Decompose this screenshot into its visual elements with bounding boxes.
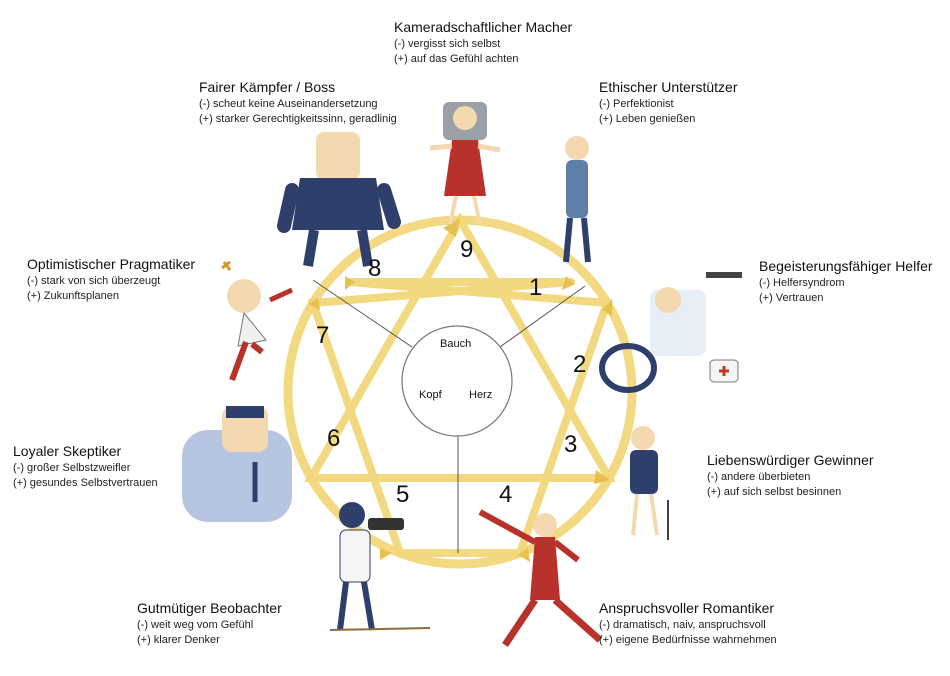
type-title: Optimistischer Pragmatiker [27,256,196,272]
type-label-6: Loyaler Skeptiker (-) großer Selbstzweif… [13,442,158,491]
type-number-9: 9 [460,236,474,263]
type-label-2: Begeisterungsfähiger Helfer (-) Helfersy… [759,257,933,306]
type-number-6: 6 [327,425,341,452]
type-label-3: Liebenswürdiger Gewinner (-) andere über… [707,451,874,500]
type-minus: (-) großer Selbstzweifler [13,461,131,474]
type-minus: (-) Perfektionist [599,97,674,110]
figure-8 [277,132,401,267]
arrow-heads [308,218,612,562]
type-title: Anspruchsvoller Romantiker [599,600,775,616]
center-label-herz: Herz [469,389,493,401]
type-title: Fairer Kämpfer / Boss [199,79,336,95]
figure-5 [329,502,431,631]
center-label-kopf: Kopf [419,389,442,401]
type-minus: (-) Helfersyndrom [759,276,845,289]
figure-7 [221,260,294,382]
type-plus: (+) Zukunftsplanen [27,289,120,302]
type-title: Liebenswürdiger Gewinner [707,452,874,468]
figure-3 [630,426,669,540]
type-minus: (-) stark von sich überzeugt [27,274,161,287]
type-minus: (-) scheut keine Auseinandersetzung [199,97,378,110]
type-number-7: 7 [316,322,330,349]
figure-1 [563,136,591,263]
type-title: Ethischer Unterstützer [599,79,738,95]
type-minus: (-) dramatisch, naiv, anspruchsvoll [599,618,766,631]
type-plus: (+) starker Gerechtigkeitssinn, geradlin… [199,112,397,125]
type-plus: (+) klarer Denker [137,633,220,646]
type-number-2: 2 [573,351,587,378]
center-circle [401,325,513,437]
type-plus: (+) gesundes Selbstvertrauen [13,476,158,489]
type-label-4: Anspruchsvoller Romantiker (-) dramatisc… [599,599,777,648]
figure-6 [182,406,292,522]
type-title: Kameradschaftlicher Macher [394,19,573,35]
type-number-1: 1 [529,274,543,301]
type-plus: (+) Vertrauen [759,291,824,304]
type-number-8: 8 [368,255,382,282]
figure-4 [478,509,603,647]
figure-9 [429,102,501,225]
type-title: Loyaler Skeptiker [13,443,122,459]
type-minus: (-) vergisst sich selbst [394,37,501,50]
type-number-5: 5 [396,481,410,508]
type-minus: (-) andere überbieten [707,470,811,483]
type-plus: (+) Leben genießen [599,112,696,125]
type-plus: (+) auf sich selbst besinnen [707,485,842,498]
type-label-9: Kameradschaftlicher Macher (-) vergisst … [394,18,572,67]
type-title: Begeisterungsfähiger Helfer [759,258,933,274]
type-number-4: 4 [499,481,513,508]
center-label-bauch: Bauch [440,338,472,350]
type-label-1: Ethischer Unterstützer (-) Perfektionist… [599,78,738,127]
type-number-3: 3 [564,431,578,458]
type-label-5: Gutmütiger Beobachter (-) weit weg vom G… [137,599,282,648]
type-label-8: Fairer Kämpfer / Boss (-) scheut keine A… [199,78,397,127]
type-minus: (-) weit weg vom Gefühl [137,618,254,631]
type-label-7: Optimistischer Pragmatiker (-) stark von… [27,255,195,304]
type-plus: (+) eigene Bedürfnisse wahrnehmen [599,633,777,646]
type-title: Gutmütiger Beobachter [137,600,282,616]
center-dividers [312,279,586,553]
type-plus: (+) auf das Gefühl achten [394,52,519,65]
figure-2 [599,272,742,393]
